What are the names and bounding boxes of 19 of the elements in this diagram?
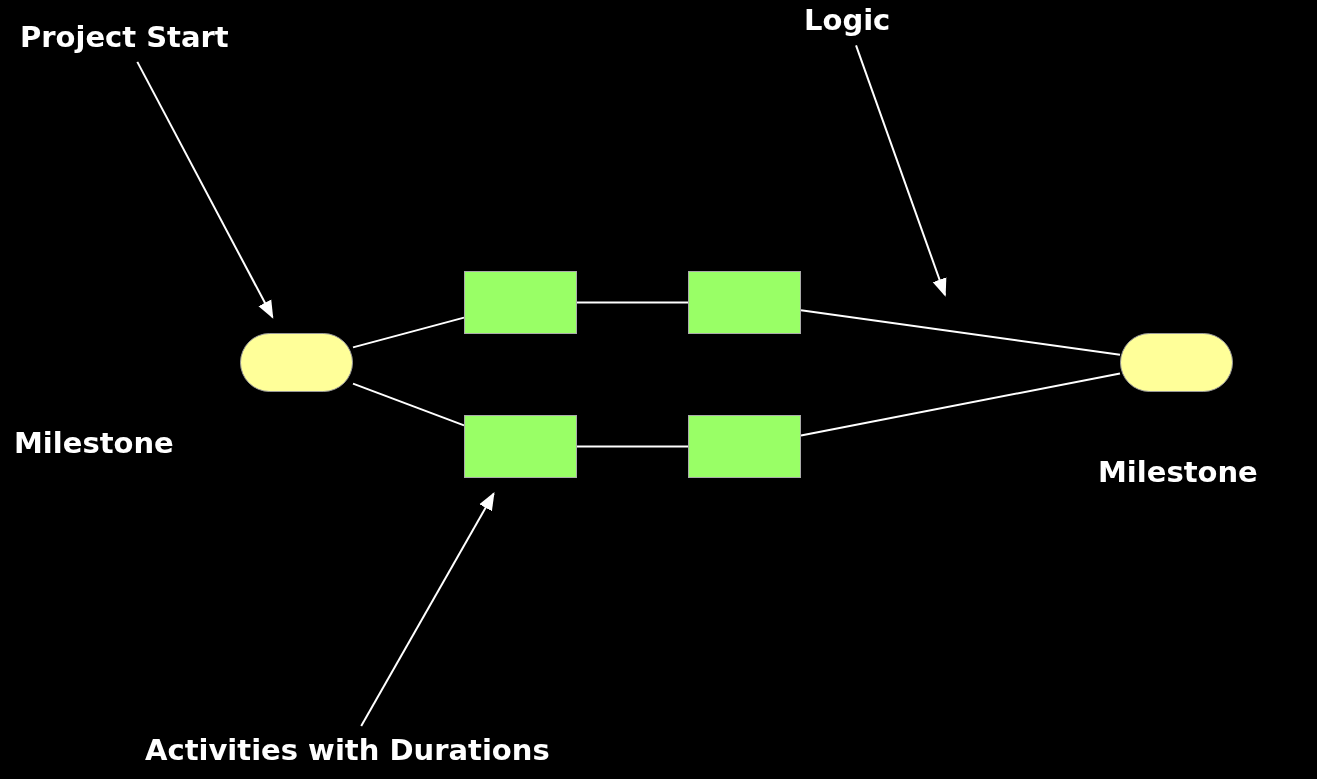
milestone-label: Milestone bbox=[1098, 455, 1258, 490]
callout-label: Logic bbox=[804, 3, 891, 38]
connector-line bbox=[800, 309, 1121, 356]
leader-arrow bbox=[855, 44, 947, 297]
activity-box bbox=[464, 415, 577, 478]
leader-arrow bbox=[136, 60, 274, 319]
connector-line bbox=[576, 301, 689, 304]
milestone-pill bbox=[240, 333, 353, 392]
callout-label: Project Start bbox=[20, 20, 229, 55]
connector-line bbox=[352, 382, 465, 427]
activity-box bbox=[464, 271, 577, 334]
callout-label: Activities with Durations bbox=[145, 733, 550, 768]
connector-line bbox=[576, 445, 689, 448]
milestone-label: Milestone bbox=[14, 426, 174, 461]
connector-line bbox=[800, 372, 1121, 437]
activity-box bbox=[688, 415, 801, 478]
activity-box bbox=[688, 271, 801, 334]
connector-line bbox=[352, 316, 465, 349]
leader-arrow bbox=[360, 492, 495, 728]
